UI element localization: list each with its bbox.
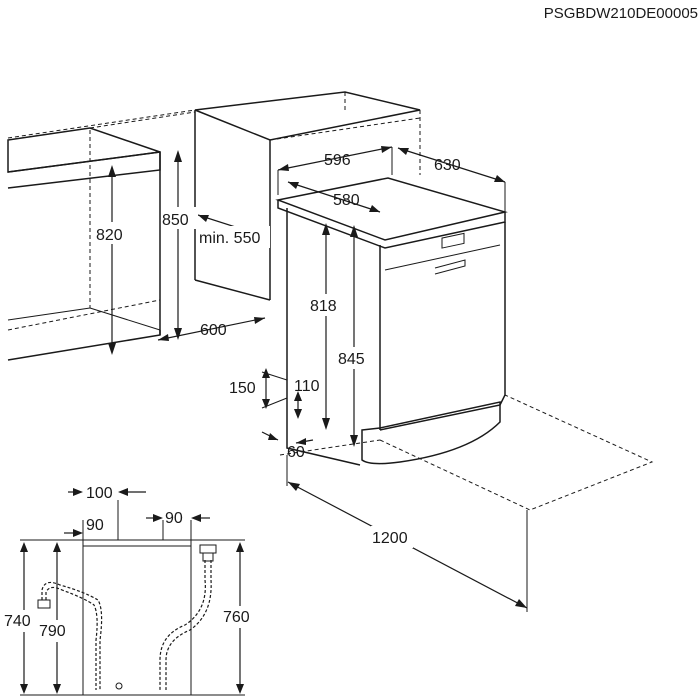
label-1200: 1200 — [372, 530, 408, 547]
label-790: 790 — [39, 623, 66, 640]
label-845: 845 — [338, 351, 365, 368]
label-630: 630 — [434, 157, 461, 174]
label-60: 60 — [287, 444, 305, 461]
inlet-hose — [159, 560, 206, 690]
label-110: 110 — [294, 378, 320, 395]
label-596: 596 — [324, 152, 351, 169]
drain-hose — [41, 581, 103, 690]
label-820: 820 — [96, 227, 123, 244]
label-150: 150 — [229, 380, 256, 397]
label-600: 600 — [200, 322, 227, 339]
rear-cabinet — [194, 91, 421, 301]
label-740: 740 — [4, 613, 31, 630]
label-760: 760 — [223, 609, 250, 626]
label-100: 100 — [86, 485, 113, 502]
label-850: 850 — [162, 212, 189, 229]
dishwasher — [275, 177, 508, 466]
dishwasher-worktop — [275, 177, 508, 241]
label-90-left: 90 — [86, 517, 104, 534]
left-cabinet — [7, 109, 196, 361]
hose-inset — [20, 488, 245, 696]
label-min-550: min. 550 — [199, 230, 260, 247]
dimension-labels: 820 850 min. 550 600 596 630 580 818 845… — [3, 152, 461, 642]
label-90-right: 90 — [165, 510, 183, 527]
diagram-code: PSGBDW210DE00005 — [544, 5, 698, 22]
floor-outline — [7, 299, 654, 511]
label-818: 818 — [310, 298, 337, 315]
label-580: 580 — [333, 192, 360, 209]
